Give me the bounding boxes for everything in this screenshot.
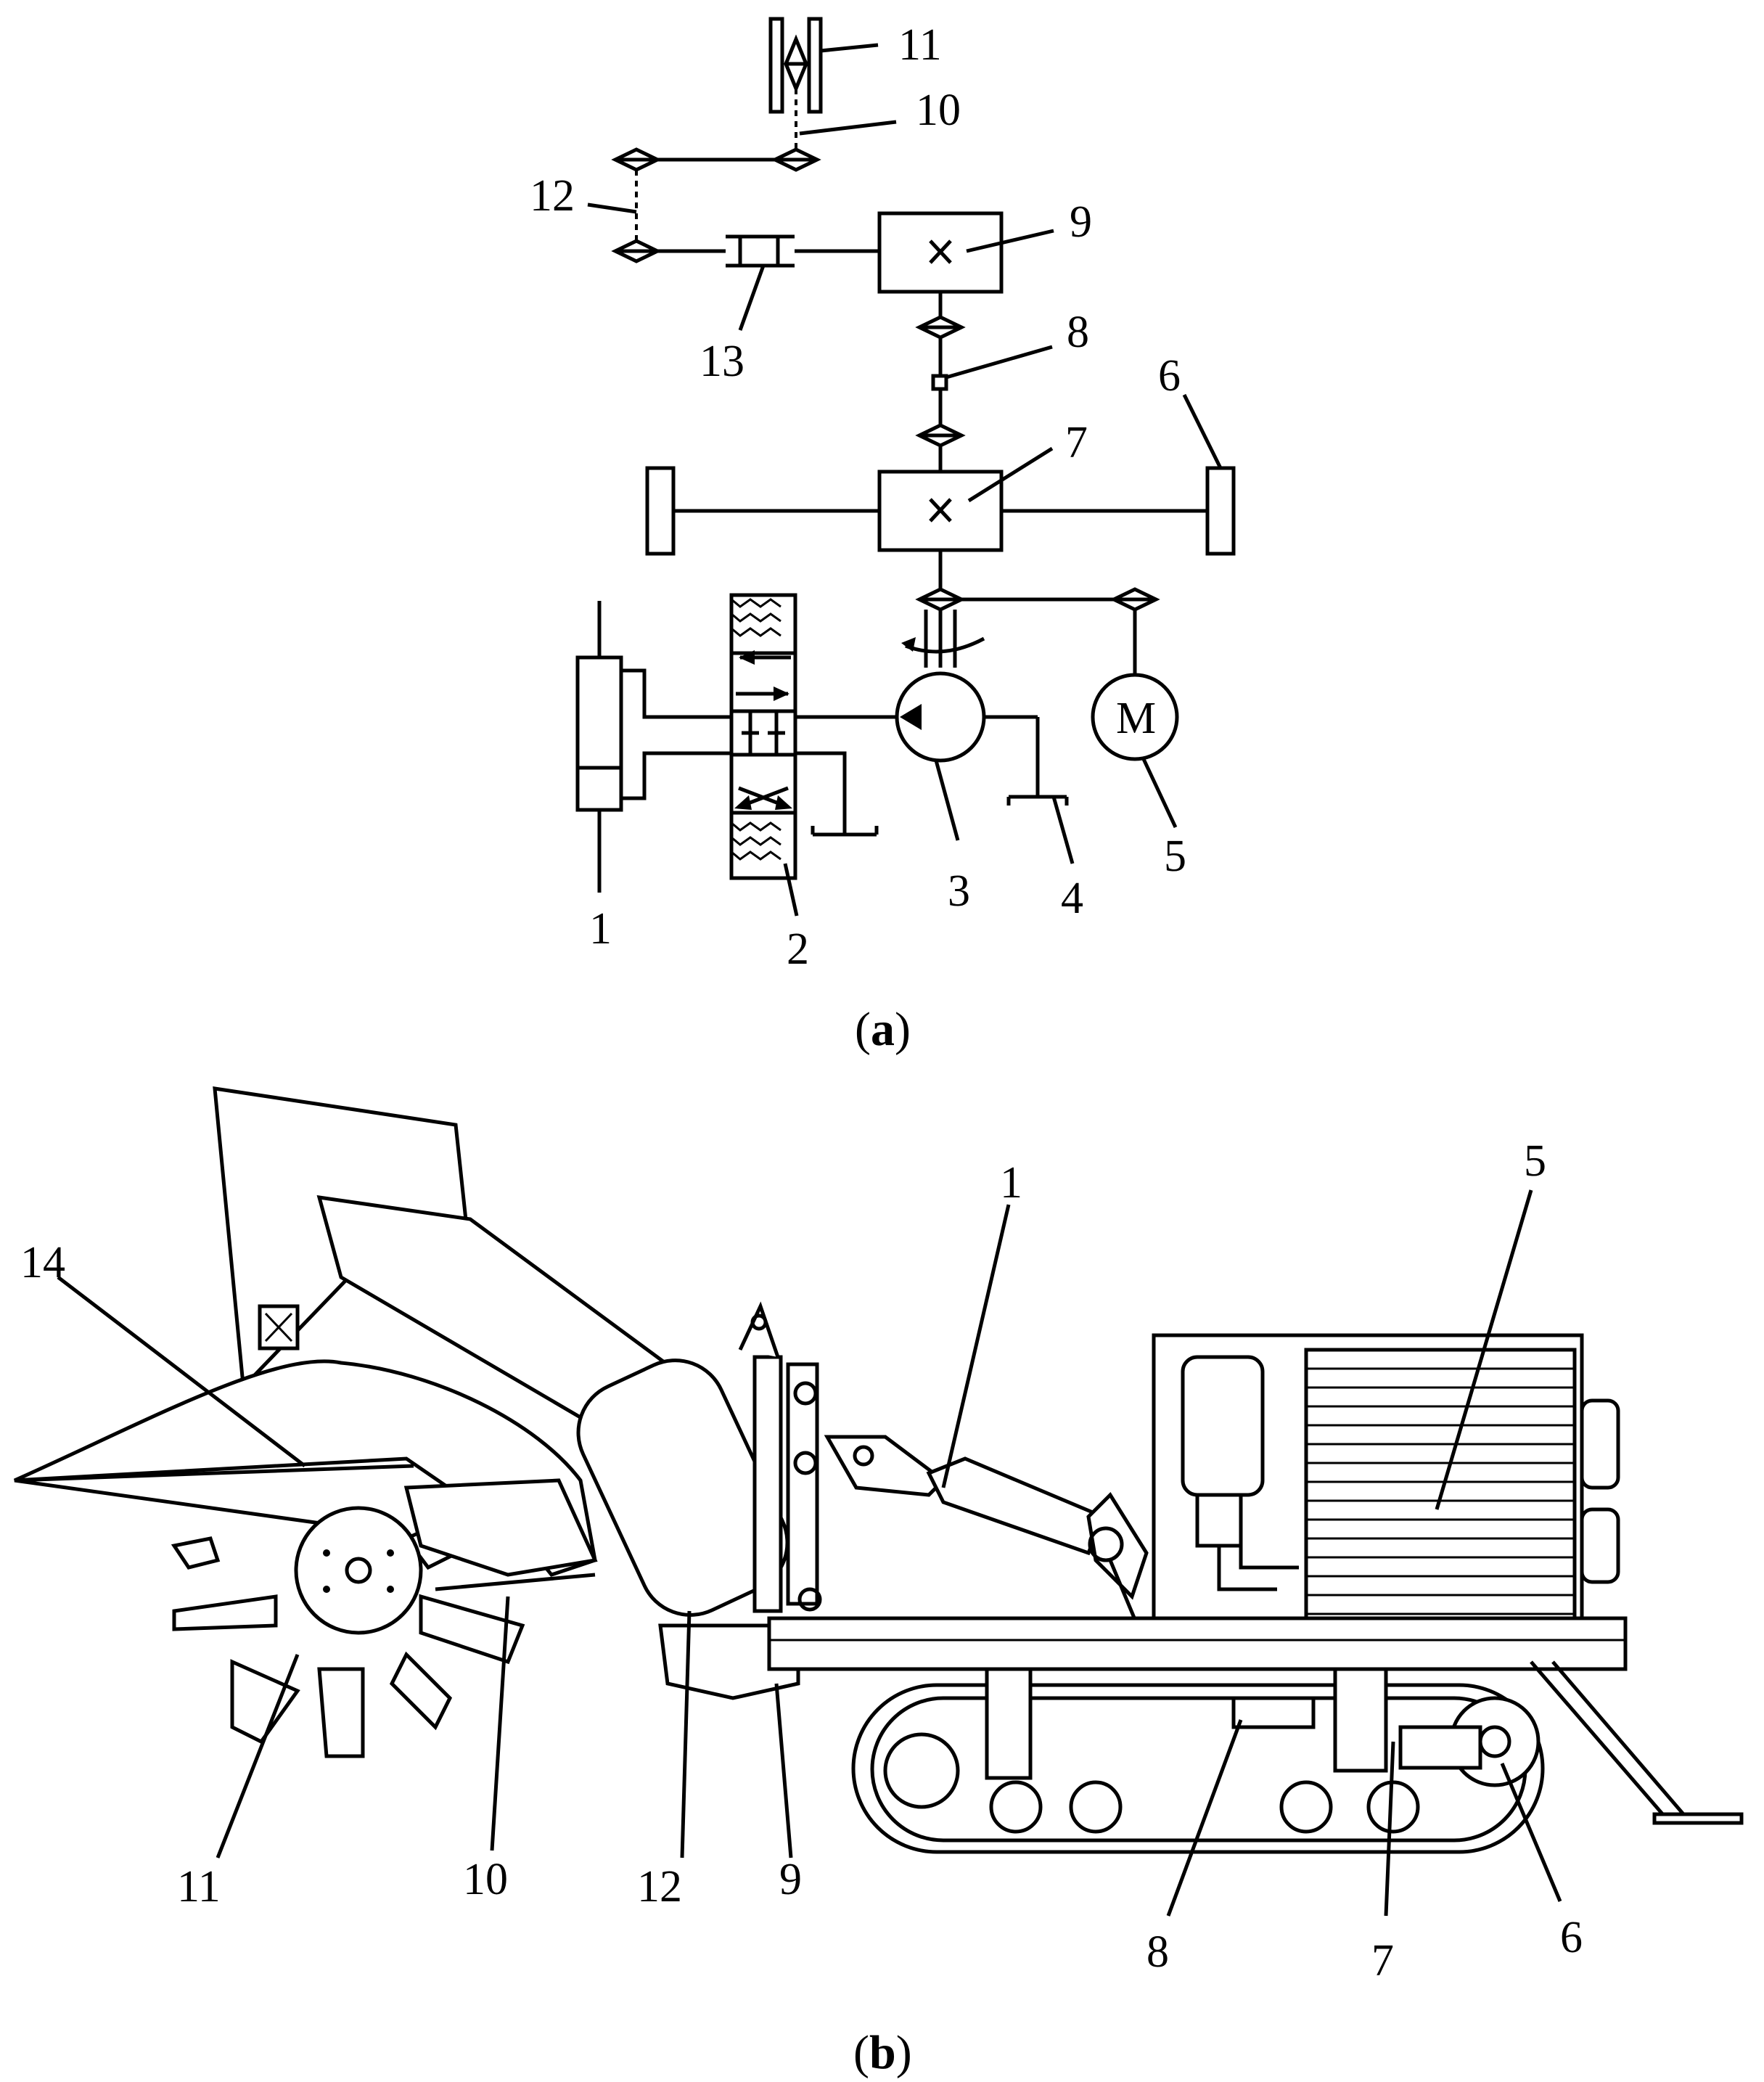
leader-lines-b — [57, 1189, 1562, 1917]
symbol-pump-3 — [895, 671, 1040, 841]
drawing-lift-frame — [738, 1301, 822, 1613]
motor-symbol-M: M — [1116, 694, 1156, 743]
label-a-10: 10 — [916, 86, 961, 135]
label-a-6: 6 — [1158, 351, 1181, 401]
drawing-chain-case-10 — [403, 1478, 598, 1591]
drawing-hydraulic-cylinder-1 — [824, 1435, 1149, 1648]
symbol-cutter-11 — [768, 17, 879, 114]
label-a-7: 7 — [1065, 418, 1088, 467]
drawing-cutter-wheel-11 — [171, 1506, 525, 1758]
symbol-pump-shaft — [901, 550, 1160, 673]
caption-b: (b) — [853, 2026, 912, 2079]
symbol-chain-12 — [587, 170, 638, 241]
drawing-engine-body-5 — [1152, 1333, 1620, 1649]
machine-drawing-panel-b: 14 1 5 11 10 12 9 8 7 6 (b) — [13, 1086, 1744, 2079]
label-b-9: 9 — [779, 1855, 802, 1904]
drawing-housing-12 — [576, 1358, 800, 1700]
label-a-2: 2 — [787, 925, 809, 974]
symbol-coupling-13 — [611, 234, 879, 331]
symbol-cylinder-1 — [575, 601, 731, 893]
label-b-8: 8 — [1146, 1927, 1169, 1977]
label-a-13: 13 — [700, 337, 744, 386]
symbol-shaft-8 — [915, 292, 1053, 472]
label-a-3: 3 — [948, 866, 970, 916]
label-a-11: 11 — [898, 20, 942, 70]
label-b-1: 1 — [1000, 1158, 1022, 1208]
label-b-10: 10 — [463, 1855, 508, 1904]
symbol-gearbox-9 — [877, 211, 1054, 294]
label-a-9: 9 — [1070, 197, 1092, 247]
symbol-valve-2 — [729, 593, 897, 917]
label-b-14: 14 — [20, 1238, 65, 1287]
label-a-5: 5 — [1164, 832, 1186, 881]
label-b-12: 12 — [637, 1862, 682, 1911]
label-b-5: 5 — [1524, 1136, 1546, 1186]
schematic-panel-a: 11 10 12 9 13 8 6 7 M 5 3 4 1 2 (a) — [530, 17, 1236, 1056]
label-a-8: 8 — [1067, 308, 1089, 357]
label-a-12: 12 — [530, 171, 575, 221]
drawing-chassis-frame — [767, 1616, 1628, 1671]
symbol-motor-5 — [1091, 673, 1179, 829]
drawing-crawler-track — [851, 1660, 1744, 1854]
symbol-tank-4 — [1006, 795, 1075, 864]
label-b-11: 11 — [177, 1862, 221, 1911]
label-a-4: 4 — [1061, 874, 1083, 923]
label-a-1: 1 — [589, 904, 612, 954]
caption-a: (a) — [855, 1003, 911, 1056]
symbol-wheel-6 — [645, 393, 1236, 556]
label-b-7: 7 — [1371, 1936, 1394, 1985]
symbol-sprockets-upper — [611, 147, 821, 172]
symbol-chain-10 — [795, 89, 897, 149]
label-b-6: 6 — [1560, 1913, 1583, 1962]
